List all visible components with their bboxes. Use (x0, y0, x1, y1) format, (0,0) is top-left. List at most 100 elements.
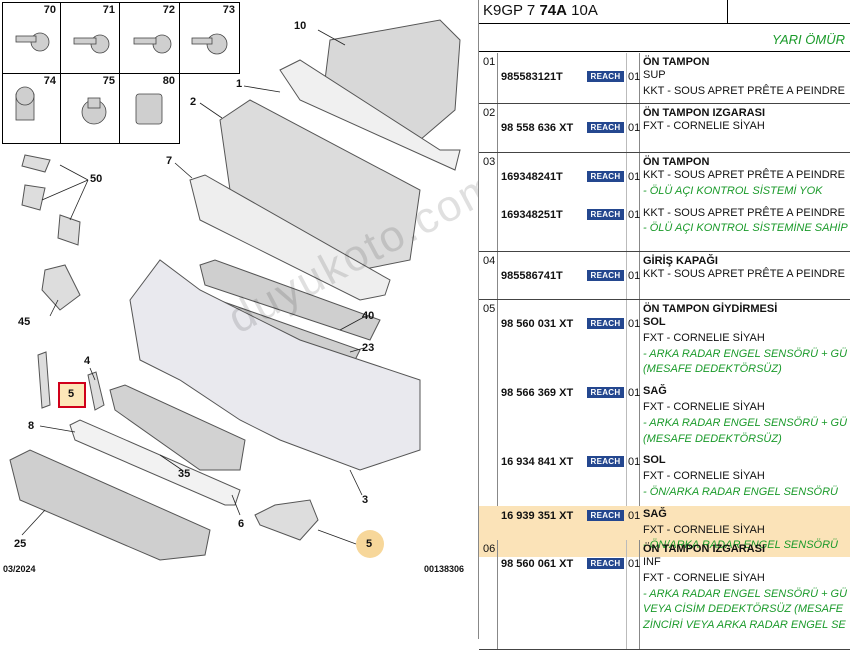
part-number[interactable]: 98 558 636 XT (501, 122, 574, 134)
callout-5-left: 5 (68, 388, 75, 400)
part-number[interactable]: 98 560 061 XT (501, 558, 574, 570)
part-description-line: KKT - SOUS APRET PRÊTE A PEINDRE (643, 169, 845, 181)
part-35-grille (109, 384, 246, 471)
part-description-line: - ARKA RADAR ENGEL SENSÖRÜ + GÜ (643, 416, 848, 429)
reach-badge: REACH (587, 456, 624, 468)
part-number[interactable]: 16 939 351 XT (501, 509, 574, 522)
part-number[interactable]: 98 566 369 XT (501, 387, 574, 400)
section-code: 01 (483, 56, 496, 68)
part-description-line: KKT - SOUS APRET PRÊTE A PEINDRE (643, 268, 845, 280)
quantity: 01 (628, 509, 641, 522)
title-bold: 74A (539, 2, 567, 19)
section-title: GİRİŞ KAPAĞI (643, 255, 718, 267)
part-description-line: FXT - CORNELIE SİYAH (643, 400, 765, 413)
quantity: 01 (628, 171, 641, 183)
section-title: ÖN TAMPON (643, 156, 710, 168)
part-description-line: (MESAFE DEDEKTÖRSÜZ) (643, 432, 782, 445)
part-description-line: FXT - CORNELIE SİYAH (643, 571, 765, 584)
reach-badge: REACH (587, 558, 624, 569)
section-code: 04 (483, 255, 496, 267)
part-description-line: - ÖN/ARKA RADAR ENGEL SENSÖRÜ (643, 539, 838, 552)
part-description-line: SOL (643, 454, 666, 467)
fastener-number: 70 (43, 4, 56, 16)
part-number[interactable]: 169348241T (501, 171, 563, 183)
part-description-line: FXT - CORNELIE SİYAH (643, 120, 765, 132)
section-title: ÖN TAMPON IZGARASI (643, 543, 766, 555)
section-title: ÖN TAMPON (643, 56, 710, 68)
part-number[interactable]: 985583121T (501, 71, 563, 83)
quantity: 01 (628, 71, 641, 83)
part-4 (87, 371, 105, 411)
callout-35: 35 (178, 468, 191, 480)
part-description-line: INF (643, 556, 661, 568)
part-number[interactable]: 985586741T (501, 270, 563, 282)
part-3-bumper (129, 259, 421, 471)
diagram-date: 03/2024 (3, 564, 36, 574)
callout-25: 25 (14, 538, 27, 550)
section-code: 05 (483, 303, 496, 315)
part-description-line: SAĞ (643, 507, 667, 520)
part-description-line: ZİNCİRİ VEYA ARKA RADAR ENGEL SE (643, 619, 846, 632)
part-50-a (21, 154, 51, 173)
part-description-line: (MESAFE DEDEKTÖRSÜZ) (643, 363, 782, 376)
part-description-line: - ÖN/ARKA RADAR ENGEL SENSÖRÜ (643, 485, 838, 498)
fastener-grid: 70 71 72 73 74 75 80 (2, 2, 240, 144)
callout-1: 1 (236, 78, 243, 90)
fastener-number: 72 (162, 4, 175, 16)
part-description-line: - ÖLÜ AÇI KONTROL SİSTEMİ YOK (643, 184, 823, 197)
table-header: K9GP 7 74A 10A (479, 0, 850, 24)
quantity: 01 (628, 456, 641, 469)
diagram-drawing (9, 19, 461, 561)
callout-5-right: 5 (366, 538, 373, 550)
part-description-line: KKT - SOUS APRET PRÊTE A PEINDRE (643, 84, 845, 97)
reach-badge: REACH (587, 208, 624, 220)
reach-badge: REACH (587, 171, 624, 182)
part-5-left (37, 351, 51, 409)
lifetime-label: YARI ÖMÜR (772, 32, 845, 47)
part-number[interactable]: 16 934 841 XT (501, 456, 574, 469)
part-25-shield (9, 449, 211, 561)
quantity: 01 (628, 318, 641, 330)
fastener-number: 80 (162, 75, 175, 87)
part-description-line: SOL (643, 316, 666, 328)
part-description-line: - ARKA RADAR ENGEL SENSÖRÜ + GÜ (643, 347, 848, 360)
quantity: 01 (628, 208, 641, 221)
fastener-number: 75 (102, 75, 115, 87)
callout-45: 45 (18, 316, 31, 328)
model-title: K9GP 7 74A 10A (483, 2, 598, 19)
callout-2: 2 (190, 96, 197, 108)
quantity: 01 (628, 122, 641, 134)
part-number[interactable]: 169348251T (501, 208, 563, 221)
reach-badge: REACH (587, 318, 624, 329)
lifetime-row: YARI ÖMÜR (479, 26, 850, 52)
section-code: 03 (483, 156, 496, 168)
section-code: 02 (483, 107, 496, 119)
highlight-circle (356, 530, 384, 558)
callout-4: 4 (84, 355, 91, 367)
section-code: 06 (483, 543, 496, 555)
fastener-number: 74 (43, 75, 56, 87)
part-number[interactable]: 98 560 031 XT (501, 318, 574, 330)
section-title: ÖN TAMPON IZGARASI (643, 107, 766, 119)
callout-23: 23 (362, 342, 375, 354)
part-6 (254, 499, 319, 541)
fastener-number: 73 (222, 4, 235, 16)
fastener-number: 71 (102, 4, 115, 16)
part-50-b (21, 184, 46, 211)
section-title: ÖN TAMPON GİYDİRMESİ (643, 303, 778, 315)
reach-badge: REACH (587, 71, 624, 82)
part-40-beam (199, 259, 381, 341)
